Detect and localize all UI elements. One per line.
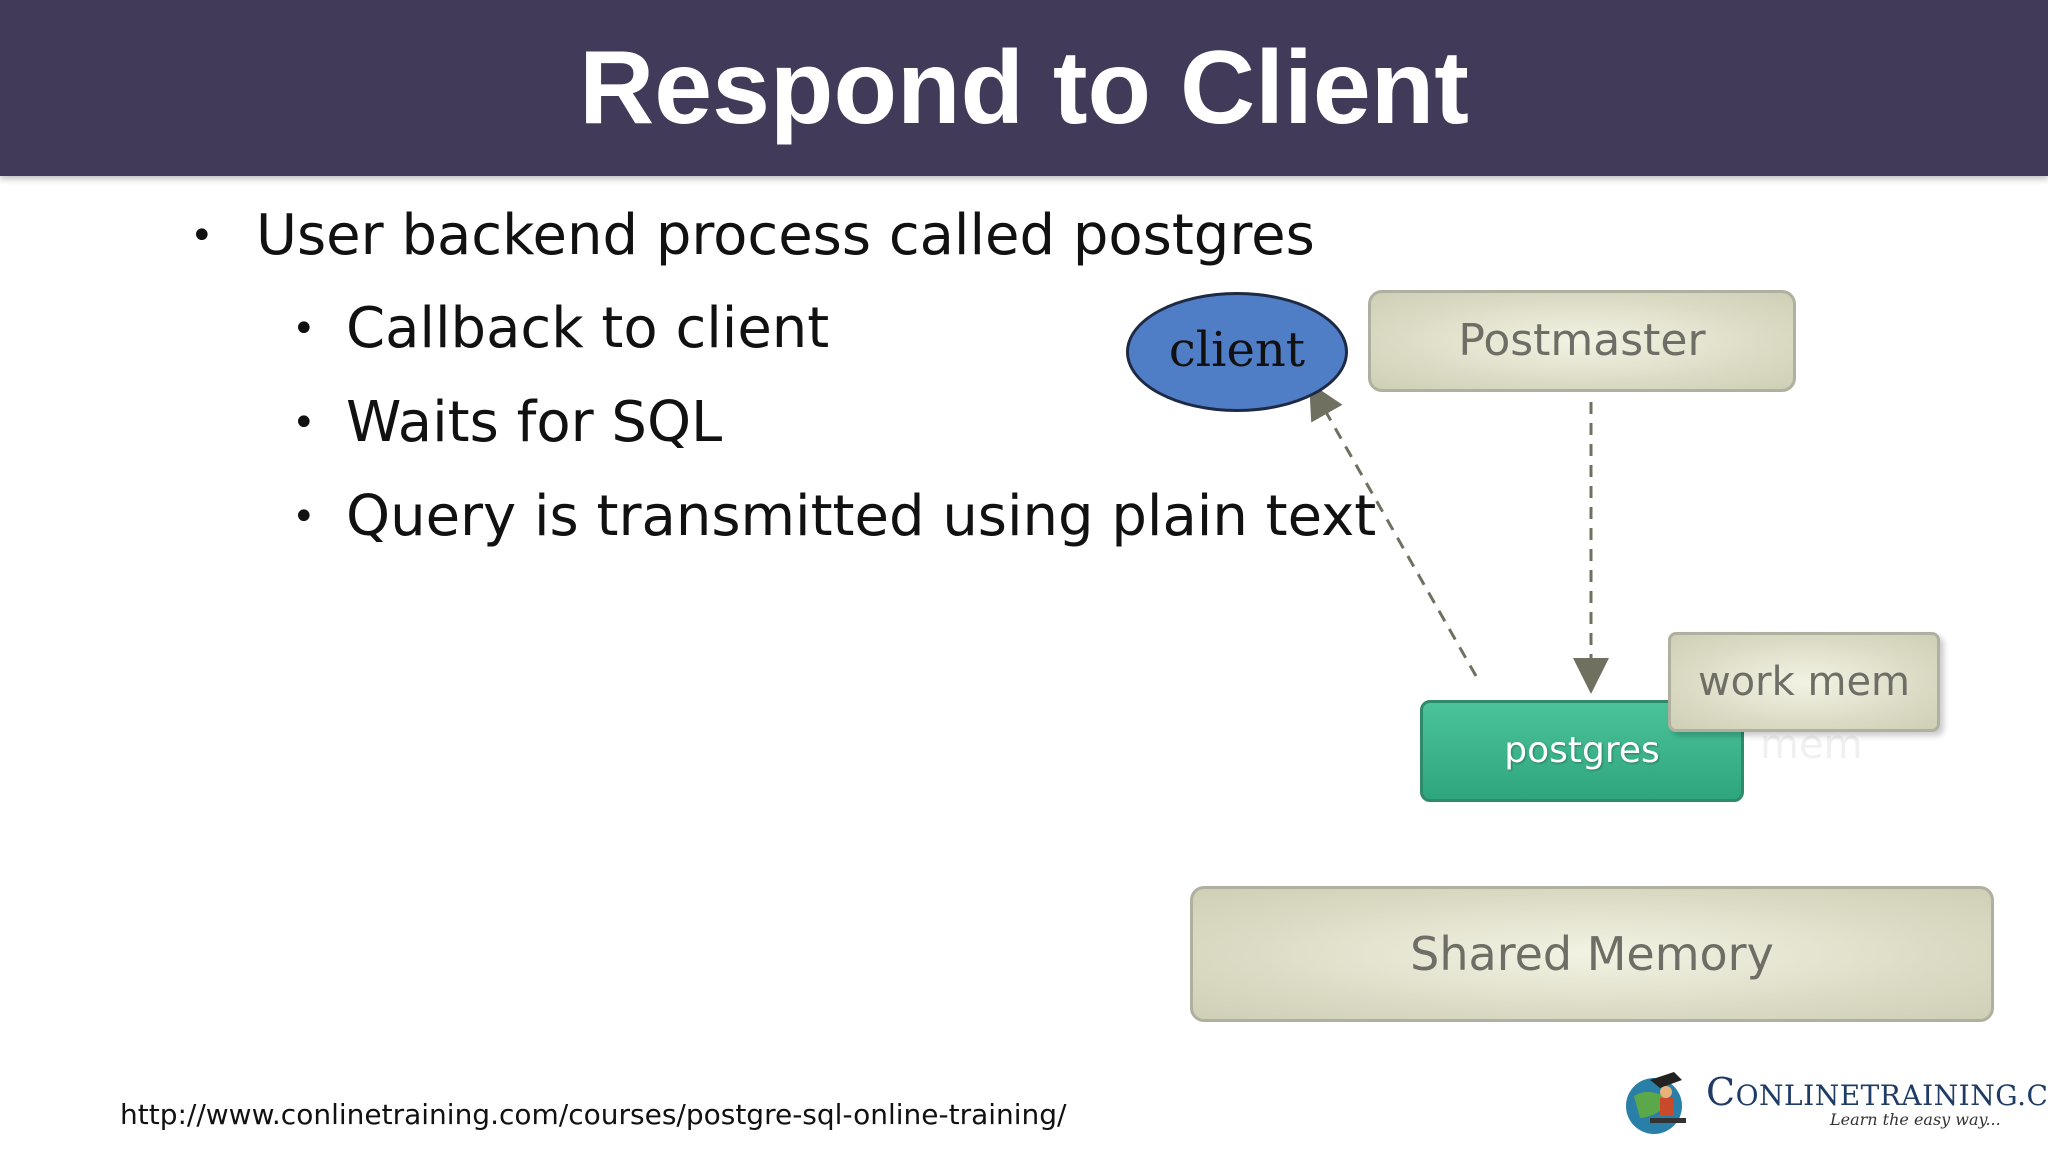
logo-name: CONLINETRAINING.COM [1706,1070,2048,1114]
bullet-dot-icon: • [292,494,316,540]
logo-tagline: Learn the easy way... [1830,1110,2001,1129]
bullet-text: Waits for SQL [346,390,723,455]
footer-url: http://www.conlinetraining.com/courses/p… [120,1098,1067,1131]
slide-title: Respond to Client [579,30,1469,146]
bullet-dot-icon: • [190,213,214,259]
globe-graduate-icon [1626,1072,1686,1134]
logo: CONLINETRAINING.COM Learn the easy way..… [1620,1066,2048,1140]
bullet-text: User backend process called postgres [256,203,1315,268]
work-mem-box: work mem [1668,632,1940,732]
bullet-dot-icon: • [292,400,316,446]
title-bar: Respond to Client [0,0,2048,176]
postmaster-box: Postmaster [1368,290,1796,392]
client-node: client [1126,292,1348,412]
logo-name-rest: ONLINETRAINING.COM [1735,1079,2048,1112]
logo-initial: C [1706,1070,1736,1114]
bullet-text: Query is transmitted using plain text [346,484,1377,549]
shared-memory-box: Shared Memory [1190,886,1994,1022]
bullet-dot-icon: • [292,306,316,352]
bullet-text: Callback to client [346,296,830,361]
